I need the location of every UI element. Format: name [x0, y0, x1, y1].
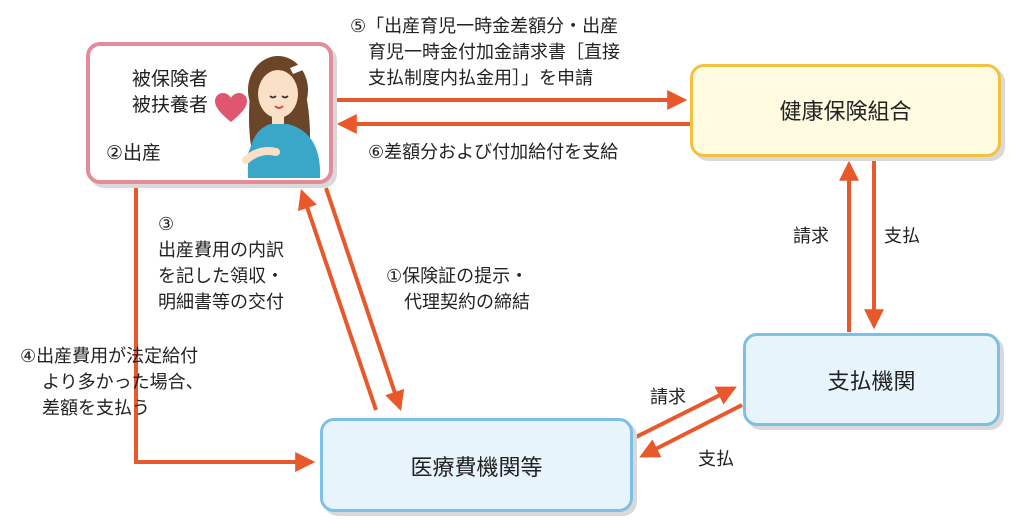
payment-agency-box: 支払機関 [743, 333, 1000, 426]
pay-payer-label: 支払 [698, 449, 734, 470]
claim-payer-label: 請求 [650, 387, 686, 408]
insured-line1: 被保険者 [132, 68, 209, 90]
step5-line1: ⑤「出産育児一時金差額分・出産 [350, 16, 619, 37]
step5-label: ⑤「出産育児一時金差額分・出産 育児一時金付加金請求書［直接 支払制度内払金用］… [350, 14, 620, 92]
insured-line2: 被扶養者 [132, 94, 209, 116]
step4-line3: 差額を支払う [42, 398, 150, 419]
arrow-claim-payer [633, 386, 737, 440]
health-insurance-union-box: 健康保険組合 [690, 64, 1001, 157]
step6-label: ⑥差額分および付加給付を支給 [368, 142, 619, 163]
step5-line3: 支払制度内払金用］」を申請 [368, 68, 593, 89]
step1-line2: 代理契約の締結 [404, 292, 530, 313]
heart-icon [215, 93, 247, 122]
step4-label: ④出産費用が法定給付 より多かった場合、 差額を支払う [20, 344, 204, 422]
step5-line2: 育児一時金付加金請求書［直接 [368, 42, 620, 63]
step3-line4: 明細書等の交付 [158, 292, 284, 313]
medical-institution-box: 医療費機関等 [320, 418, 633, 512]
pregnant-woman-icon [242, 56, 320, 178]
arrow-pay-payer [639, 403, 743, 458]
step3-line2: 出産費用の内訳 [158, 240, 284, 261]
insured-label: 被保険者 被扶養者 [132, 66, 208, 118]
step1-label: ①保険証の提示・ 代理契約の締結 [386, 264, 530, 316]
step4-line1: ④出産費用が法定給付 [20, 346, 199, 367]
step3-label: ③ 出産費用の内訳 を記した領収・ 明細書等の交付 [158, 212, 284, 316]
claim-union-label: 請求 [793, 226, 829, 247]
medical-label: 医療費機関等 [410, 456, 543, 481]
step1-line1: ①保険証の提示・ [386, 266, 529, 287]
step3-line3: を記した領収・ [158, 266, 284, 287]
arrow-step3 [297, 188, 378, 411]
pay-union-label: 支払 [884, 226, 920, 247]
arrow-step4 [134, 186, 316, 472]
step3-line1: ③ [158, 214, 175, 235]
union-label: 健康保険組合 [779, 100, 912, 125]
step4-line2: より多かった場合、 [42, 372, 204, 393]
payer-label: 支払機関 [827, 370, 916, 395]
step2-label: ②出産 [106, 142, 162, 164]
arrow-step1 [324, 187, 405, 412]
